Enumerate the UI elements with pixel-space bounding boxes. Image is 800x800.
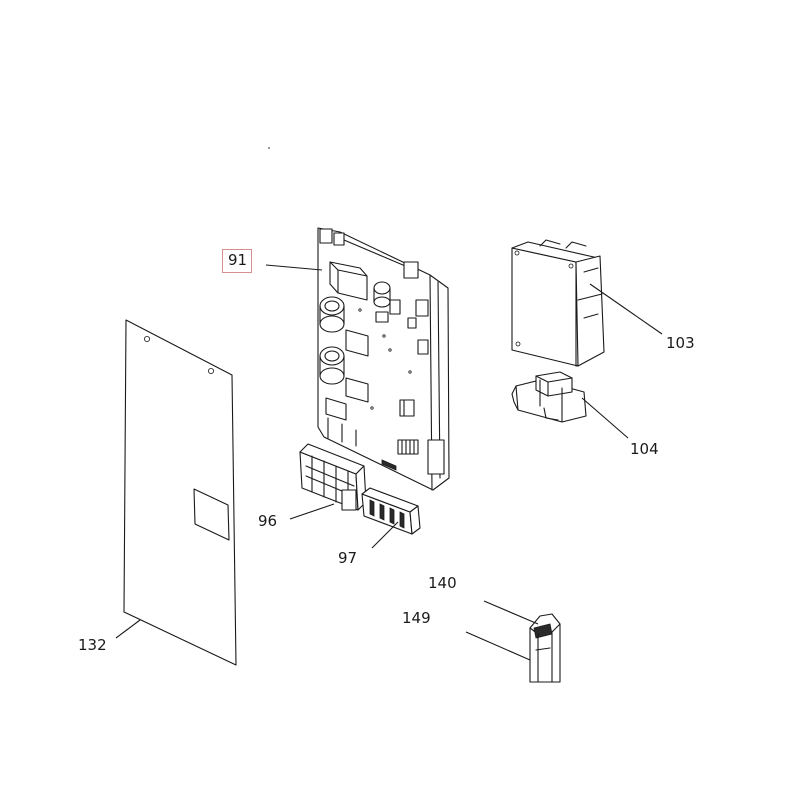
- part-132-cover-panel[interactable]: [123, 319, 237, 666]
- leader-132: [115, 619, 141, 639]
- part-103-module[interactable]: [511, 239, 605, 367]
- part-97-connector[interactable]: [361, 487, 421, 535]
- leader-96: [289, 503, 335, 520]
- callout-132[interactable]: 132: [78, 636, 107, 654]
- callout-103[interactable]: 103: [666, 334, 695, 352]
- leader-140: [483, 600, 539, 625]
- leader-97: [371, 521, 399, 549]
- leader-91: [265, 264, 323, 271]
- callout-97[interactable]: 97: [338, 549, 358, 567]
- callout-140[interactable]: 140: [428, 574, 457, 592]
- leader-104: [581, 397, 629, 439]
- callout-104[interactable]: 104: [630, 440, 659, 458]
- part-96-terminal-block[interactable]: [299, 443, 367, 511]
- callout-96[interactable]: 96: [258, 512, 278, 530]
- callout-91[interactable]: 91: [222, 249, 253, 273]
- callout-149[interactable]: 149: [402, 609, 431, 627]
- part-91-control-board[interactable]: [317, 227, 450, 491]
- leader-103: [589, 283, 663, 335]
- part-140-149-sensor-rod[interactable]: [529, 613, 561, 683]
- part-104-transformer[interactable]: [511, 371, 587, 423]
- stray-dot: [268, 147, 270, 149]
- leader-149: [465, 631, 531, 661]
